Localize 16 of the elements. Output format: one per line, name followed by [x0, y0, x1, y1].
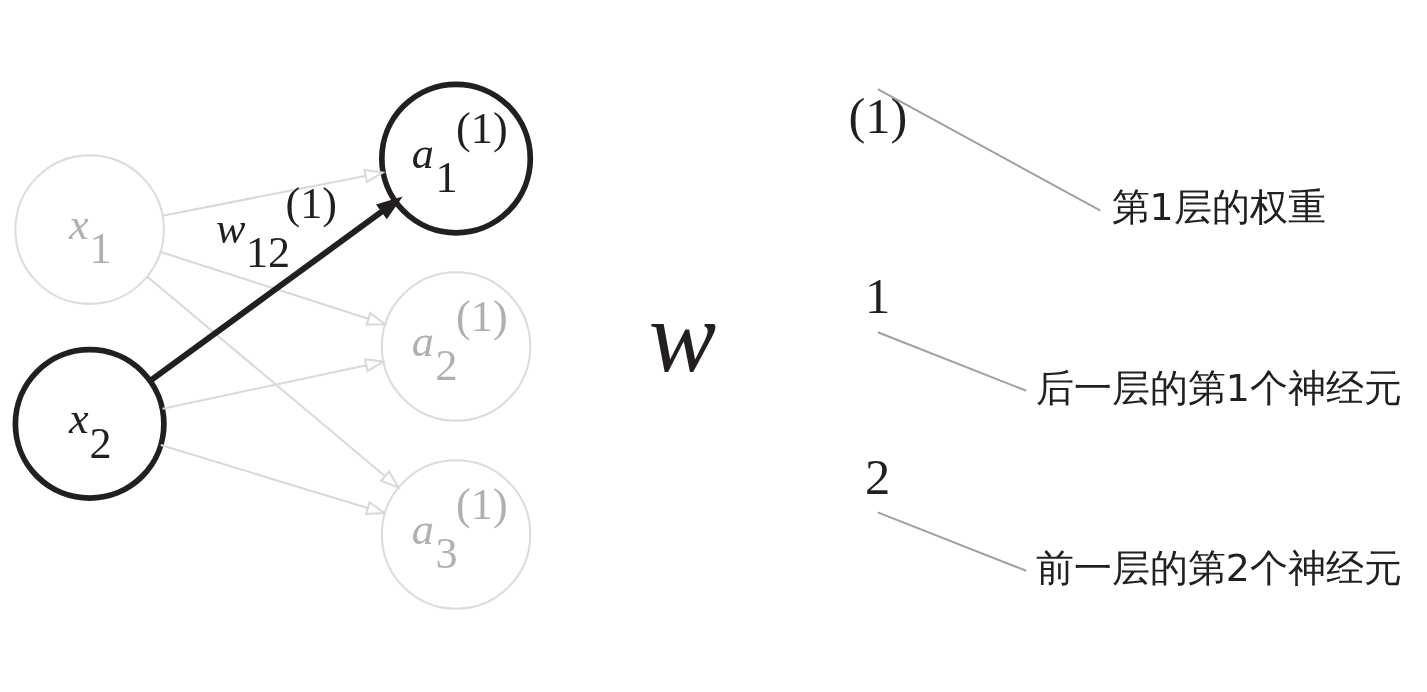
- connector: [877, 87, 1101, 212]
- node-text: 2: [865, 448, 891, 505]
- label: w: [648, 280, 717, 393]
- arrow: [160, 443, 388, 515]
- connector: [877, 330, 1027, 392]
- arrow: [162, 357, 387, 410]
- connector: [877, 510, 1027, 572]
- arrow: [160, 250, 389, 326]
- arrow: [146, 275, 401, 489]
- arrow: [162, 168, 386, 217]
- node-text: 前一层的第2个神经元: [1035, 545, 1402, 590]
- arrow: [148, 195, 403, 383]
- node-text: (1): [848, 87, 908, 144]
- node-text: 1: [865, 267, 891, 324]
- node-text: 后一层的第1个神经元: [1035, 365, 1402, 410]
- node-text: 第1层的权重: [1111, 184, 1326, 229]
